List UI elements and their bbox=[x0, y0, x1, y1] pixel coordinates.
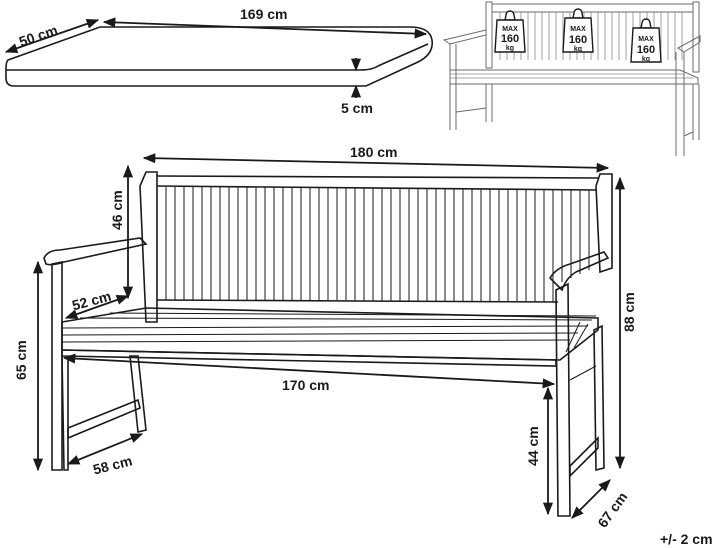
bench-drawing bbox=[43, 171, 613, 517]
seat-height-label: 44 cm bbox=[525, 426, 541, 466]
weight-label-max: MAX bbox=[570, 26, 586, 33]
tolerance-note: +/- 2 cm bbox=[660, 531, 713, 547]
weight-icon bbox=[630, 18, 662, 63]
bench-width-label: 180 cm bbox=[350, 144, 397, 160]
bench-width-arrow bbox=[142, 153, 610, 173]
weight-label-value: 160 bbox=[501, 33, 519, 45]
cushion-drawing bbox=[5, 26, 434, 87]
weight-label-max: MAX bbox=[502, 26, 518, 33]
arm-leg-depth-arrow bbox=[66, 433, 144, 465]
bench-depth-label: 67 cm bbox=[594, 489, 630, 531]
weight-label-value: 160 bbox=[637, 44, 655, 56]
weight-label-unit: kg bbox=[574, 46, 582, 53]
capacity-thumbnail bbox=[442, 1, 701, 156]
cushion-length-label: 169 cm bbox=[240, 6, 287, 22]
seat-width-label: 170 cm bbox=[282, 377, 329, 393]
weight-icon bbox=[494, 10, 526, 53]
weight-icon bbox=[562, 8, 594, 53]
back-height-label: 46 cm bbox=[109, 190, 125, 230]
bench-back-slats bbox=[165, 187, 590, 302]
bench-depth-arrow bbox=[571, 479, 611, 519]
armrest-depth-arrow bbox=[64, 295, 130, 319]
total-height-label: 88 cm bbox=[621, 292, 637, 332]
cushion-depth-label: 50 cm bbox=[17, 22, 60, 50]
cushion-thickness-label: 5 cm bbox=[341, 100, 373, 116]
arm-leg-depth-label: 58 cm bbox=[91, 452, 133, 477]
weight-label-unit: kg bbox=[642, 56, 650, 63]
seat-width-arrow bbox=[62, 353, 556, 389]
cushion-length-arrow bbox=[102, 17, 428, 39]
weight-label-unit: kg bbox=[506, 45, 514, 52]
weight-label-value: 160 bbox=[569, 34, 587, 46]
cushion-depth-arrow bbox=[4, 18, 100, 54]
weight-label-max: MAX bbox=[638, 36, 654, 43]
arm-height-label: 65 cm bbox=[13, 340, 29, 380]
